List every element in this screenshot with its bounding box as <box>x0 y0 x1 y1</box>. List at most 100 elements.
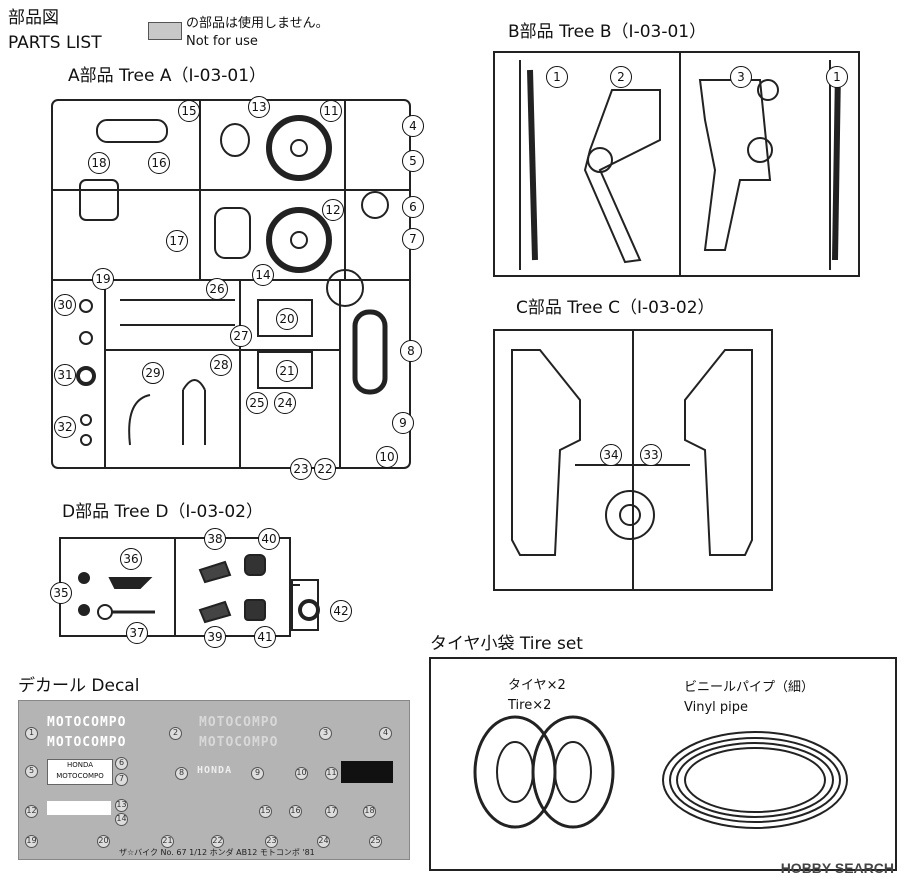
decal-honda-plate: HONDA MOTOCOMPO <box>47 759 113 785</box>
decal-number-16: 16 <box>289 805 302 818</box>
part-number-d37: 37 <box>126 622 148 644</box>
part-number-a28: 28 <box>210 354 232 376</box>
part-number-c34: 34 <box>600 444 622 466</box>
tire-set-label: タイヤ小袋 Tire set <box>430 634 583 654</box>
part-number-c33: 33 <box>640 444 662 466</box>
part-number-a5: 5 <box>402 150 424 172</box>
hobby-search-watermark: HOBBY SEARCH <box>780 860 894 876</box>
part-number-d39: 39 <box>204 626 226 648</box>
decal-number-21: 21 <box>161 835 174 848</box>
part-number-d41: 41 <box>254 626 276 648</box>
tire-count-jp: タイヤ×2 <box>508 678 566 693</box>
part-number-a13: 13 <box>248 96 270 118</box>
not-for-use-jp: の部品は使用しません。 <box>186 16 329 31</box>
part-number-a6: 6 <box>402 196 424 218</box>
tree-a-frame <box>51 99 411 469</box>
decal-number-7: 7 <box>115 773 128 786</box>
decal-number-11: 11 <box>325 767 338 780</box>
decal-honda-plate-moto: MOTOCOMPO <box>56 772 104 780</box>
decal-number-14: 14 <box>115 813 128 826</box>
part-number-a14: 14 <box>252 264 274 286</box>
part-number-d35: 35 <box>50 582 72 604</box>
part-number-a31: 31 <box>54 364 76 386</box>
decal-number-8: 8 <box>175 767 188 780</box>
decal-number-18: 18 <box>363 805 376 818</box>
decal-sheet: MOTOCOMPO MOTOCOMPO MOTOCOMPO MOTOCOMPO … <box>18 700 410 860</box>
part-number-a9: 9 <box>392 412 414 434</box>
vinyl-pipe-en: Vinyl pipe <box>684 700 749 715</box>
decal-honda-plate-honda: HONDA <box>66 761 94 769</box>
decal-label: デカール Decal <box>18 676 140 696</box>
part-number-a18: 18 <box>88 152 110 174</box>
part-number-d36: 36 <box>120 548 142 570</box>
decal-number-15: 15 <box>259 805 272 818</box>
decal-number-24: 24 <box>317 835 330 848</box>
decal-black-plate <box>341 761 393 783</box>
part-number-a15: 15 <box>178 100 200 122</box>
part-number-d38: 38 <box>204 528 226 550</box>
parts-list-title-jp: 部品図 <box>8 8 59 28</box>
part-number-a32: 32 <box>54 416 76 438</box>
part-number-d42: 42 <box>330 600 352 622</box>
part-number-b2: 2 <box>610 66 632 88</box>
part-number-a23: 23 <box>290 458 312 480</box>
decal-motocompo-1: MOTOCOMPO <box>47 715 127 730</box>
decal-number-13: 13 <box>115 799 128 812</box>
tire-count-en: Tire×2 <box>508 698 552 713</box>
part-number-a4: 4 <box>402 115 424 137</box>
decal-number-12: 12 <box>25 805 38 818</box>
vinyl-pipe-jp: ビニールパイプ（細） <box>684 680 815 695</box>
decal-footer: ザ☆バイク No. 67 1/12 ホンダ AB12 モトコンポ '81 <box>119 848 315 857</box>
tire-set-frame <box>429 657 897 871</box>
tree-c-label: C部品 Tree C（I-03-02） <box>516 298 715 318</box>
decal-number-17: 17 <box>325 805 338 818</box>
decal-honda-text: HONDA <box>197 765 233 776</box>
part-number-b3: 3 <box>730 66 752 88</box>
tree-a-label: A部品 Tree A（I-03-01） <box>68 66 267 86</box>
decal-number-20: 20 <box>97 835 110 848</box>
part-number-a11: 11 <box>320 100 342 122</box>
part-number-a29: 29 <box>142 362 164 384</box>
tree-b-frame <box>493 51 860 277</box>
decal-number-4: 4 <box>379 727 392 740</box>
not-for-use-en: Not for use <box>186 34 258 49</box>
decal-motocompo-3: MOTOCOMPO <box>199 715 279 730</box>
tree-d-label: D部品 Tree D（I-03-02） <box>62 502 263 522</box>
part-number-a27: 27 <box>230 325 252 347</box>
not-for-use-swatch <box>148 22 182 40</box>
part-number-a19: 19 <box>92 268 114 290</box>
part-number-a25: 25 <box>246 392 268 414</box>
decal-number-25: 25 <box>369 835 382 848</box>
decal-number-9: 9 <box>251 767 264 780</box>
decal-number-5: 5 <box>25 765 38 778</box>
decal-motocompo-4: MOTOCOMPO <box>199 735 279 750</box>
decal-number-23: 23 <box>265 835 278 848</box>
part-number-b1-left: 1 <box>546 66 568 88</box>
decal-number-22: 22 <box>211 835 224 848</box>
decal-number-19: 19 <box>25 835 38 848</box>
part-number-a8: 8 <box>400 340 422 362</box>
part-number-a10: 10 <box>376 446 398 468</box>
part-number-a30: 30 <box>54 294 76 316</box>
part-number-a26: 26 <box>206 278 228 300</box>
part-number-a21: 21 <box>276 360 298 382</box>
decal-number-3: 3 <box>319 727 332 740</box>
part-number-a16: 16 <box>148 152 170 174</box>
part-number-a22: 22 <box>314 458 336 480</box>
decal-number-2: 2 <box>169 727 182 740</box>
part-number-a17: 17 <box>166 230 188 252</box>
part-number-b1-right: 1 <box>826 66 848 88</box>
part-number-a24: 24 <box>274 392 296 414</box>
decal-number-6: 6 <box>115 757 128 770</box>
decal-white-strip <box>47 801 111 815</box>
decal-motocompo-2: MOTOCOMPO <box>47 735 127 750</box>
part-number-a20: 20 <box>276 308 298 330</box>
decal-number-1: 1 <box>25 727 38 740</box>
tree-b-label: B部品 Tree B（I-03-01） <box>508 22 707 42</box>
parts-list-title-en: PARTS LIST <box>8 33 102 53</box>
part-number-d40: 40 <box>258 528 280 550</box>
decal-number-10: 10 <box>295 767 308 780</box>
part-number-a7: 7 <box>402 228 424 250</box>
part-number-a12: 12 <box>322 199 344 221</box>
